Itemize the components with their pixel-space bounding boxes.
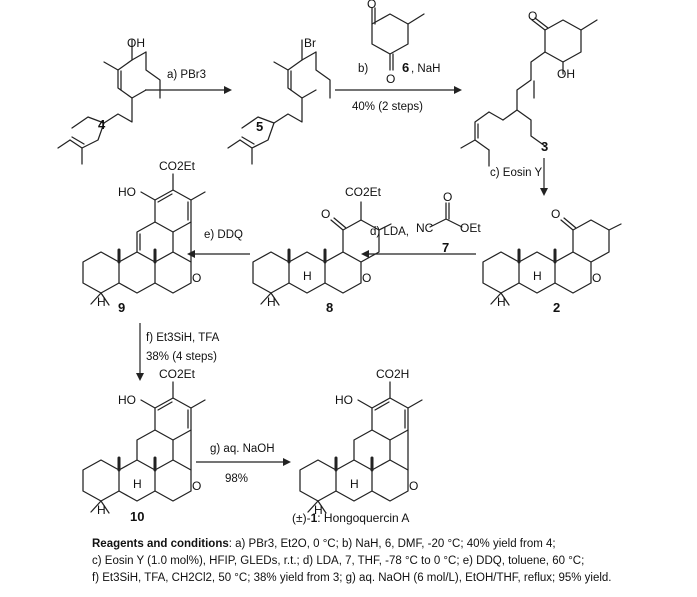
ho-label: HO [335, 393, 353, 407]
step-c-label: c) Eosin Y [490, 167, 543, 179]
step-e-label: e) DDQ [204, 229, 243, 241]
h-label: H [350, 477, 359, 491]
o-label: O [409, 479, 418, 493]
compound-8-structure: O O H H CO2Et [251, 185, 392, 309]
ho-label: HO [118, 393, 136, 407]
compound-9-structure: HO CO2Et O H [81, 159, 206, 309]
compound-label-9: 9 [118, 300, 125, 315]
co2et-label: CO2Et [159, 159, 196, 173]
step-b-base: , NaH [411, 63, 440, 75]
h-label: H [267, 295, 276, 309]
footnote-line-3: f) Et3SiH, TFA, CH2Cl2, 50 °C; 38% yield… [92, 572, 612, 584]
step-f-yield: 38% (4 steps) [146, 351, 217, 363]
h-label: H [133, 477, 142, 491]
reagents-and-conditions: Reagents and conditions: a) PBr3, Et2O, … [92, 536, 682, 587]
compound-1-structure: HO CO2H O H H [298, 367, 423, 517]
o-label: O [551, 207, 560, 221]
step-b-reagent: 6 [402, 60, 409, 75]
step-g-yield: 98% [225, 473, 248, 485]
oh-label: OH [127, 36, 145, 50]
compound-1-name: : Hongoquercin A [317, 511, 409, 525]
o-label: O [192, 479, 201, 493]
compound-2-structure: O O H H [481, 207, 622, 309]
compound-label-4: 4 [98, 117, 106, 132]
compound-1-prefix: (±)- [292, 511, 311, 525]
oh-label: OH [557, 67, 575, 81]
compound-1-number: 1 [311, 511, 318, 525]
compound-label-2: 2 [553, 300, 560, 315]
step-g-label: g) aq. NaOH [210, 443, 275, 455]
step-b-letter: b) [358, 63, 368, 75]
o-label: O [443, 190, 452, 204]
compound-label-3: 3 [541, 139, 548, 154]
reagent-6-structure: O O [367, 0, 425, 86]
step-d-reagent: 7 [442, 240, 449, 255]
h-label: H [97, 503, 106, 517]
o-label: O [386, 72, 395, 86]
o-label: O [362, 271, 371, 285]
compound-3-structure: O OH [460, 9, 598, 167]
h-label: H [303, 269, 312, 283]
footnote-line-2: c) Eosin Y (1.0 mol%), HFIP, GLEDs, r.t.… [92, 555, 585, 567]
co2et-label: CO2Et [345, 185, 382, 199]
compound-1-caption: (±)-1: Hongoquercin A [292, 511, 409, 525]
compound-5-structure: Br [227, 36, 331, 165]
o-label: O [192, 271, 201, 285]
compound-label-5: 5 [256, 119, 263, 134]
compound-label-8: 8 [326, 300, 333, 315]
ho-label: HO [118, 185, 136, 199]
nc-label: NC [416, 221, 434, 235]
o-label: O [528, 9, 537, 23]
br-label: Br [304, 36, 316, 50]
co2et-label: CO2Et [159, 367, 196, 381]
h-label: H [314, 503, 323, 517]
h-label: H [97, 295, 106, 309]
step-a-label: a) PBr3 [167, 69, 206, 81]
compound-label-10: 10 [130, 509, 144, 524]
co2h-label: CO2H [376, 367, 409, 381]
reagent-7-structure: NC O OEt [416, 190, 481, 235]
footnote-heading: Reagents and conditions [92, 538, 229, 550]
o-label: O [592, 271, 601, 285]
h-label: H [533, 269, 542, 283]
step-b-yield: 40% (2 steps) [352, 101, 423, 113]
oet-label: OEt [460, 221, 481, 235]
footnote-line-1-text: : a) PBr3, Et2O, 0 °C; b) NaH, 6, DMF, -… [228, 538, 556, 550]
compound-10-structure: HO CO2Et O H H [81, 367, 206, 517]
compound-4-structure: OH [57, 36, 161, 165]
o-label: O [321, 207, 330, 221]
h-label: H [497, 295, 506, 309]
footnote-line-1: Reagents and conditions: a) PBr3, Et2O, … [92, 536, 682, 553]
o-label: O [367, 0, 376, 11]
step-f-label: f) Et3SiH, TFA [146, 332, 220, 344]
